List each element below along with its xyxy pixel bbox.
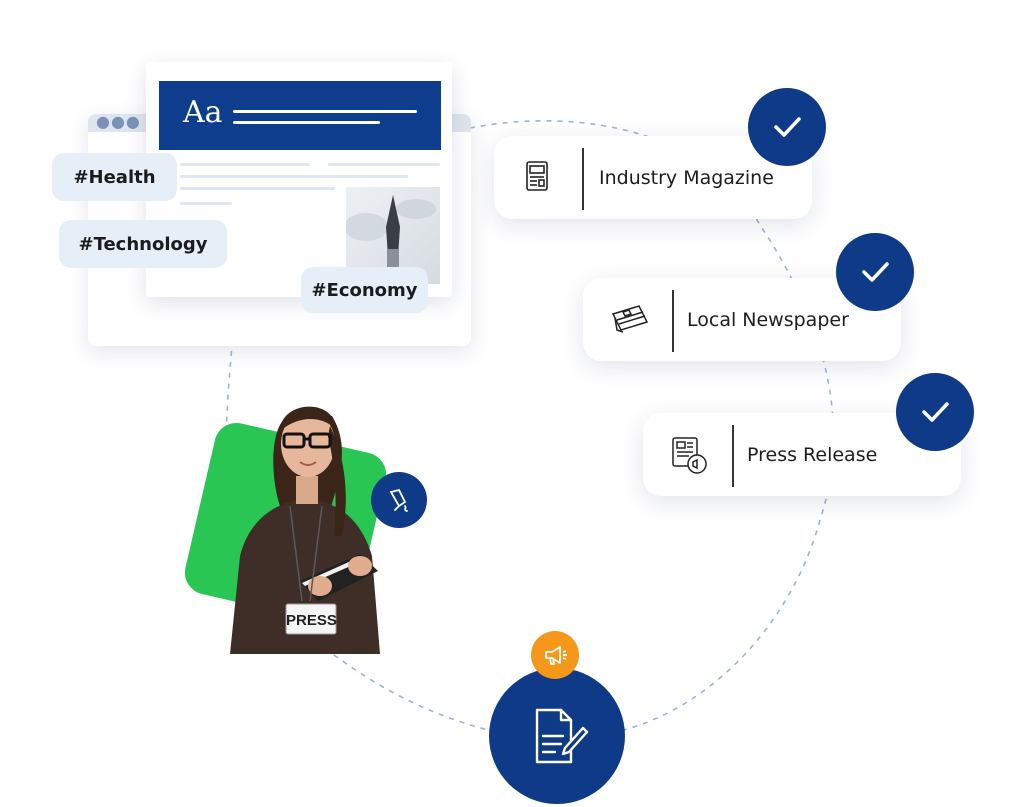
headline-line: [233, 121, 380, 124]
press-release-icon: [667, 434, 707, 474]
card-industry-magazine[interactable]: Industry Magazine: [494, 136, 812, 219]
document-edit-icon: [489, 668, 625, 804]
text-line: [180, 175, 408, 178]
journalist-image: [230, 406, 380, 654]
text-line: [180, 202, 232, 205]
card-divider: [732, 425, 734, 487]
text-line: [328, 163, 440, 166]
card-divider: [582, 148, 584, 210]
pen-nib-icon: [371, 472, 427, 528]
megaphone-icon: [531, 631, 579, 679]
card-label: Industry Magazine: [599, 167, 774, 189]
article-headline-block: [159, 81, 441, 150]
text-line: [180, 163, 310, 166]
card-divider: [672, 290, 674, 352]
check-icon: [836, 233, 914, 311]
headline-line: [233, 110, 417, 113]
card-label: Press Release: [747, 444, 878, 466]
magazine-icon: [517, 156, 557, 196]
window-dots-icon: ●●●: [96, 112, 141, 131]
tag-technology[interactable]: #Technology: [59, 220, 227, 268]
press-badge-label: PRESS: [286, 612, 337, 629]
tag-health[interactable]: #Health: [52, 153, 177, 201]
tag-economy[interactable]: #Economy: [301, 267, 428, 313]
card-local-newspaper[interactable]: Local Newspaper: [583, 278, 901, 361]
check-icon: [748, 88, 826, 166]
check-icon: [896, 373, 974, 451]
newspaper-icon: [609, 300, 649, 340]
article-headline-glyph: Aa: [183, 95, 223, 130]
text-line: [180, 187, 335, 190]
card-press-release[interactable]: Press Release: [643, 413, 961, 496]
card-label: Local Newspaper: [687, 309, 849, 331]
